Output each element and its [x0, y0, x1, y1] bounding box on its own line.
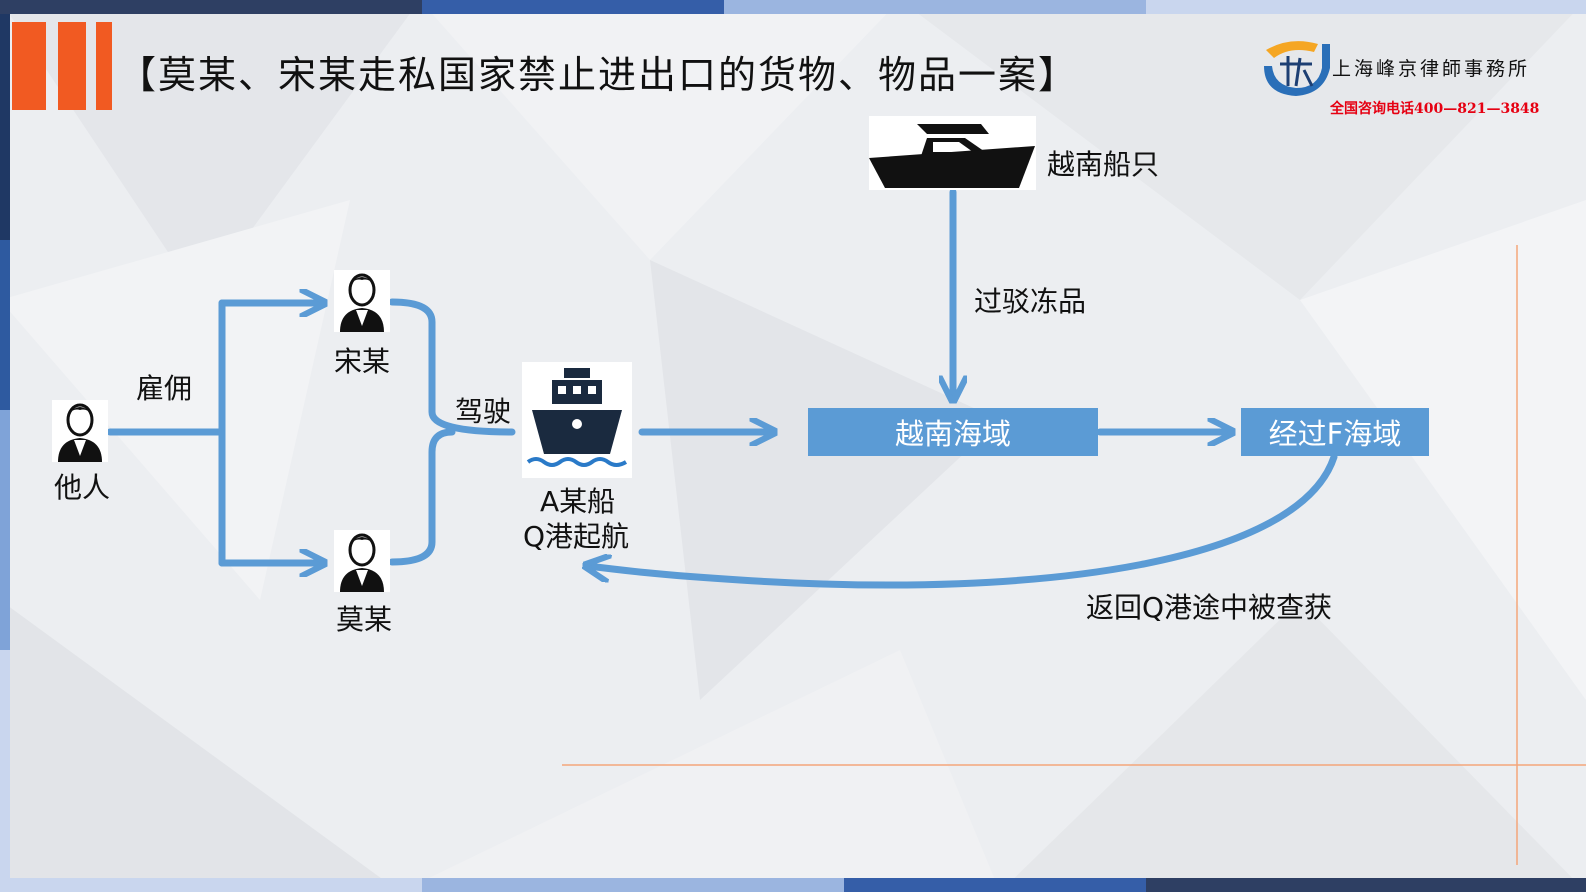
transship-label: 过驳冻品 [974, 285, 1087, 318]
person-others-icon [52, 400, 108, 462]
ship-name-label: A某船 [540, 485, 616, 518]
person-song-icon [334, 270, 390, 332]
law-firm-logo [1264, 41, 1330, 96]
vietnam-waters-box: 越南海域 [808, 408, 1098, 456]
vietnam-boat-label: 越南船只 [1047, 148, 1160, 181]
f-waters-box: 经过F海域 [1241, 408, 1429, 456]
law-firm-name: 上海峰京律師事務所 [1332, 58, 1531, 80]
drive-label: 驾驶 [455, 395, 512, 428]
vietnam-boat-icon [869, 116, 1036, 190]
ship-depart-label: Q港起航 [523, 520, 630, 553]
slide-title: 【莫某、宋某走私国家禁止进出口的货物、物品一案】 [118, 53, 1079, 97]
mo-label: 莫某 [336, 603, 393, 636]
cargo-ship-icon [522, 362, 632, 478]
song-label: 宋某 [334, 345, 391, 378]
person-mo-icon [334, 530, 390, 592]
hotline-text: 全国咨询电话400—821—3848 [1330, 101, 1540, 117]
others-label: 他人 [54, 471, 111, 504]
hire-label: 雇佣 [136, 372, 193, 405]
return-caught-label: 返回Q港途中被查获 [1086, 591, 1333, 624]
